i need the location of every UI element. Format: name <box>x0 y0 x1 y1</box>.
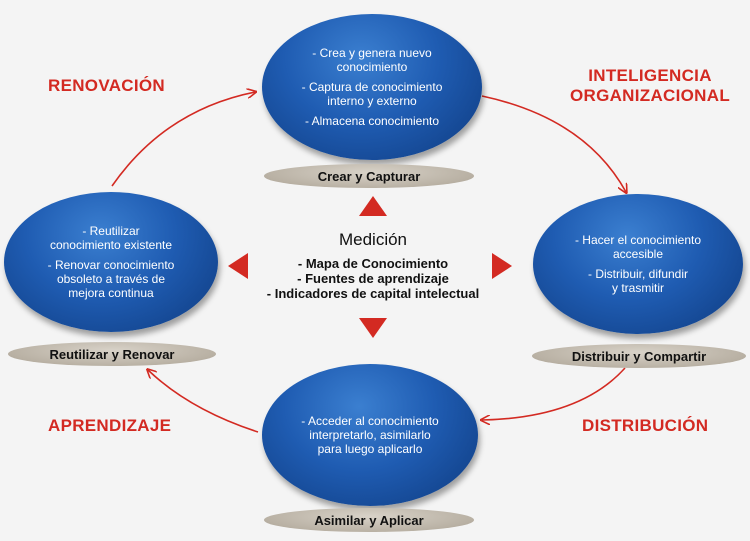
arrow-left-to-top <box>111 92 255 187</box>
triangle-up <box>359 196 387 216</box>
stage-right-item-1: - Hacer el conocimiento accesible <box>575 233 701 261</box>
stage-ellipse-bottom: - Acceder al conocimiento interpretarlo,… <box>262 364 478 506</box>
center-title: Medición <box>338 230 408 249</box>
arrow-bottom-to-left <box>148 370 259 433</box>
stage-bottom-item-1: - Acceder al conocimiento interpretarlo,… <box>301 414 438 456</box>
center-item-1: - Mapa de Conocimiento <box>297 256 449 271</box>
label-aprendizaje: APRENDIZAJE <box>48 416 172 435</box>
center-item-3: - Indicadores de capital intelectual <box>266 286 480 301</box>
stage-label-bottom: Asimilar y Aplicar <box>264 508 474 532</box>
stage-left-item-1-line-2: conocimiento existente <box>49 238 173 252</box>
triangle-down <box>359 318 387 338</box>
stage-left-item-1: - Reutilizar conocimiento existente <box>50 224 172 252</box>
center-measurement: Medición - Mapa de Conocimiento - Fuente… <box>238 230 508 301</box>
arrow-top-to-right <box>481 95 626 192</box>
stage-right-item-2: - Distribuir, difundir y trasmitir <box>588 267 688 295</box>
stage-label-top: Crear y Capturar <box>264 164 474 188</box>
stage-top-item-2-line-2: interno y externo <box>327 94 417 108</box>
label-organizacional: ORGANIZACIONAL <box>569 86 731 105</box>
stage-left-item-2: - Renovar conocimiento obsoleto a través… <box>48 258 175 300</box>
stage-right-item-2-line-1: - Distribuir, difundir <box>587 267 689 281</box>
stage-top-item-1-line-2: conocimiento <box>336 60 408 74</box>
stage-bottom-item-1-line-2: interpretarlo, asimilarlo <box>309 428 431 442</box>
arrow-right-to-bottom <box>482 367 626 420</box>
stage-top-item-1: - Crea y genera nuevo conocimiento <box>312 46 431 74</box>
stage-ellipse-left: - Reutilizar conocimiento existente - Re… <box>4 192 218 332</box>
label-inteligencia: INTELIGENCIA <box>588 66 712 85</box>
stage-top-item-3: - Almacena conocimiento <box>305 114 439 128</box>
center-item-2: - Fuentes de aprendizaje <box>297 271 449 286</box>
stage-bottom-item-1-line-1: - Acceder al conocimiento <box>301 414 439 428</box>
stage-top-item-3-line-1: - Almacena conocimiento <box>304 114 440 128</box>
stage-right-item-1-line-1: - Hacer el conocimiento <box>574 233 702 247</box>
stage-top-item-2-line-1: - Captura de conocimiento <box>301 80 443 94</box>
stage-right-item-1-line-2: accesible <box>612 247 664 261</box>
stage-ellipse-top: - Crea y genera nuevo conocimiento - Cap… <box>262 14 482 160</box>
stage-left-item-2-line-3: mejora continua <box>68 286 154 300</box>
stage-left-item-2-line-2: obsoleto a través de <box>56 272 166 286</box>
stage-ellipse-right: - Hacer el conocimiento accesible - Dist… <box>533 194 743 334</box>
stage-top-item-2: - Captura de conocimiento interno y exte… <box>302 80 443 108</box>
stage-bottom-item-1-line-3: para luego aplicarlo <box>317 442 423 456</box>
label-distribucion: DISTRIBUCIÓN <box>582 416 709 435</box>
label-inteligencia-organizacional: INTELIGENCIA ORGANIZACIONAL <box>560 66 740 106</box>
stage-top-item-1-line-1: - Crea y genera nuevo <box>312 46 432 60</box>
stage-left-item-1-line-1: - Reutilizar <box>82 224 140 238</box>
stage-left-item-2-line-1: - Renovar conocimiento <box>47 258 175 272</box>
label-renovacion: RENOVACIÓN <box>48 76 165 95</box>
stage-label-right: Distribuir y Compartir <box>532 344 746 368</box>
stage-right-item-2-line-2: y trasmitir <box>612 281 664 295</box>
triangle-left <box>228 253 248 279</box>
stage-label-left: Reutilizar y Renovar <box>8 342 216 366</box>
triangle-right <box>492 253 512 279</box>
